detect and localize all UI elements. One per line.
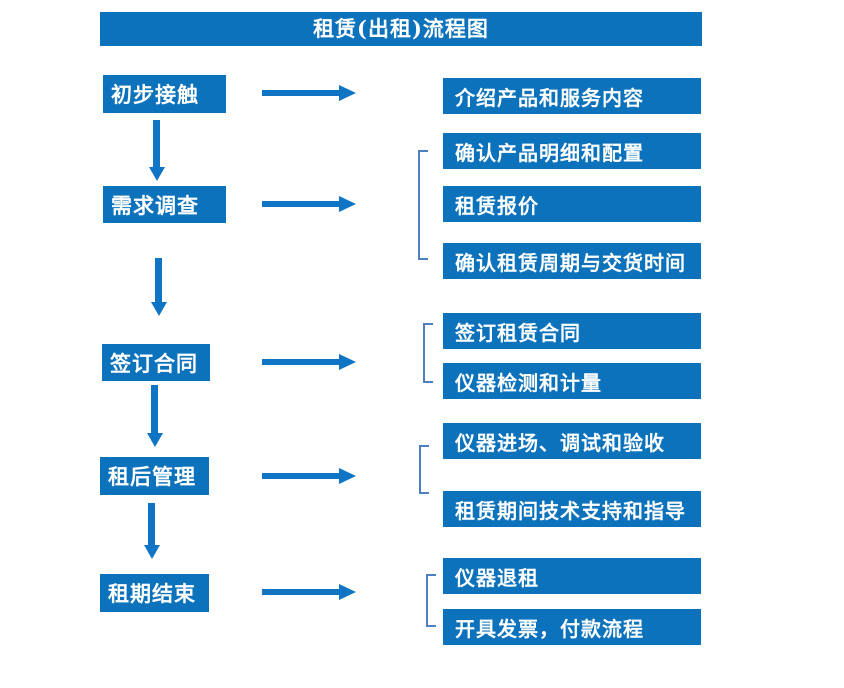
arrow-head-icon bbox=[148, 167, 165, 181]
stage-box-4: 租后管理 bbox=[100, 457, 209, 495]
arrow-shaft bbox=[262, 201, 339, 207]
arrow-down-3 bbox=[146, 385, 163, 447]
arrow-shaft bbox=[148, 503, 155, 545]
output-box-4-1: 仪器进场、调试和验收 bbox=[443, 423, 701, 459]
output-box-2-2: 租赁报价 bbox=[443, 186, 701, 222]
flowchart-title: 租赁(出租)流程图 bbox=[100, 12, 702, 46]
arrow-head-icon bbox=[339, 468, 356, 484]
arrow-down-2 bbox=[150, 258, 167, 316]
arrow-head-icon bbox=[339, 196, 356, 212]
bracket-group-5 bbox=[426, 574, 436, 627]
arrow-right-1 bbox=[262, 85, 356, 101]
arrow-shaft bbox=[262, 359, 339, 365]
output-box-5-2: 开具发票，付款流程 bbox=[443, 609, 701, 645]
arrow-shaft bbox=[262, 90, 339, 96]
arrow-right-2 bbox=[262, 196, 356, 212]
bracket-group-2 bbox=[418, 150, 428, 260]
arrow-shaft bbox=[151, 385, 158, 433]
arrow-down-1 bbox=[148, 120, 165, 181]
arrow-head-icon bbox=[143, 545, 160, 559]
output-box-2-1: 确认产品明细和配置 bbox=[443, 133, 701, 169]
arrow-right-3 bbox=[262, 354, 356, 370]
arrow-shaft bbox=[155, 258, 162, 302]
arrow-down-4 bbox=[143, 503, 160, 559]
arrow-head-icon bbox=[339, 85, 356, 101]
bracket-group-4 bbox=[419, 445, 429, 494]
arrow-shaft bbox=[262, 589, 339, 595]
arrow-right-5 bbox=[262, 584, 356, 600]
arrow-shaft bbox=[153, 120, 160, 167]
arrow-head-icon bbox=[339, 354, 356, 370]
stage-box-3: 签订合同 bbox=[102, 344, 210, 381]
arrow-head-icon bbox=[339, 584, 356, 600]
stage-box-5: 租期结束 bbox=[100, 574, 209, 612]
stage-box-1: 初步接触 bbox=[103, 75, 226, 113]
output-box-3-1: 签订租赁合同 bbox=[443, 313, 701, 349]
arrow-head-icon bbox=[146, 433, 163, 447]
output-box-3-2: 仪器检测和计量 bbox=[443, 363, 701, 399]
arrow-shaft bbox=[262, 473, 339, 479]
output-box-5-1: 仪器退租 bbox=[443, 558, 701, 594]
arrow-head-icon bbox=[150, 302, 167, 316]
stage-box-2: 需求调查 bbox=[103, 186, 226, 223]
output-box-2-3: 确认租赁周期与交货时间 bbox=[443, 243, 701, 279]
bracket-group-3 bbox=[423, 323, 433, 383]
output-box-1-1: 介绍产品和服务内容 bbox=[443, 78, 701, 114]
output-box-4-2: 租赁期间技术支持和指导 bbox=[443, 491, 701, 527]
arrow-right-4 bbox=[262, 468, 356, 484]
